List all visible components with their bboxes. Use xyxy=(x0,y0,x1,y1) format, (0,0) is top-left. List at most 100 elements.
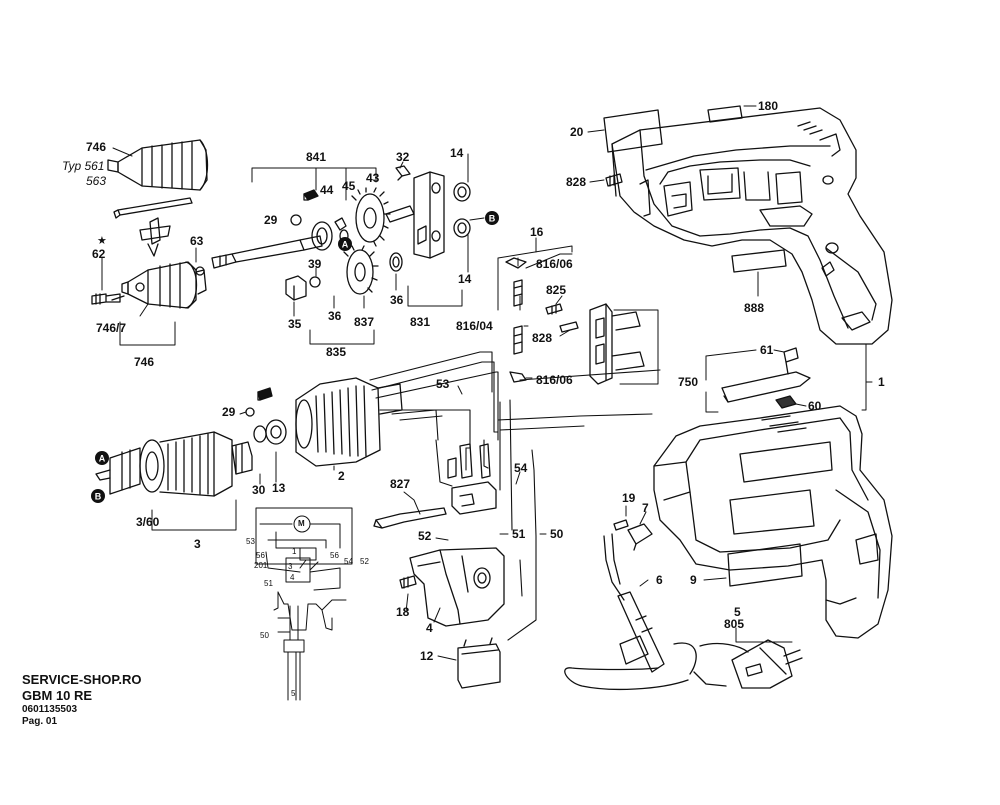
suppressor-icon xyxy=(614,520,652,550)
part-label-36a: 36 xyxy=(390,293,404,307)
part-label-52: 52 xyxy=(418,529,432,543)
footer-model: GBM 10 RE xyxy=(22,688,93,703)
leader-lines-gears xyxy=(252,154,484,344)
wire-label-50: 50 xyxy=(260,631,269,640)
wire-label-52: 52 xyxy=(360,557,369,566)
part-label-18: 18 xyxy=(396,605,410,619)
switch-pin-1: 1 xyxy=(292,547,297,556)
leader-lines-750 xyxy=(706,350,806,412)
part-label-36b: 36 xyxy=(328,309,342,323)
part-label-7: 7 xyxy=(642,501,649,515)
part-label-746-7: 746/7 xyxy=(96,321,127,335)
part-label-750: 750 xyxy=(678,375,699,389)
wire-label-53: 53 xyxy=(246,537,255,546)
washer-icons xyxy=(291,190,402,287)
part-label-45: 45 xyxy=(342,179,356,193)
part-label-54: 54 xyxy=(514,461,528,475)
part-label-50: 50 xyxy=(550,527,564,541)
spindle-icon xyxy=(212,236,322,268)
wire-label-54: 54 xyxy=(344,557,353,566)
bearing-icons-armature xyxy=(246,388,286,444)
drill-chuck-icon xyxy=(108,140,208,190)
housing-shell-half-icon xyxy=(612,108,892,344)
trigger-switch-icon xyxy=(410,548,504,626)
part-label-32: 32 xyxy=(396,150,410,164)
part-label-180: 180 xyxy=(758,99,779,113)
leader-lines-housing-bottom xyxy=(704,578,792,642)
part-label-816-04: 816/04 xyxy=(456,319,493,333)
part-label-63: 63 xyxy=(190,234,204,248)
leader-lines-armature xyxy=(152,412,334,530)
part-label-51: 51 xyxy=(512,527,526,541)
callout-b-top: B xyxy=(489,214,496,224)
part-label-12: 12 xyxy=(420,649,434,663)
screw-icon-18 xyxy=(400,576,416,588)
part-label-5: 5 xyxy=(734,605,741,619)
switch-pin-4: 4 xyxy=(290,573,295,582)
part-label-841: 841 xyxy=(306,150,327,164)
housing-shell-icon xyxy=(654,406,892,638)
part-label-3-60: 3/60 xyxy=(136,515,160,529)
wire-label-51: 51 xyxy=(264,579,273,588)
part-label-53: 53 xyxy=(436,377,450,391)
chuck-screw-icon xyxy=(92,294,120,304)
footer-part-number: 0601135503 xyxy=(22,704,78,715)
part-label-837: 837 xyxy=(354,315,375,329)
part-label-746b: 746 xyxy=(134,355,155,369)
part-label-4: 4 xyxy=(426,621,433,635)
screw-icon-828 xyxy=(606,174,622,186)
part-label-746: 746 xyxy=(86,140,107,154)
part-label-835: 835 xyxy=(326,345,347,359)
connector-icons xyxy=(448,444,490,478)
gear-icon-2 xyxy=(344,246,378,294)
capacitor-icon-12 xyxy=(458,638,500,688)
part-label-3: 3 xyxy=(194,537,201,551)
part-label-828a: 828 xyxy=(566,175,587,189)
part-label-805: 805 xyxy=(724,617,745,631)
part-label-6: 6 xyxy=(656,573,663,587)
brush-group-bracket xyxy=(498,238,572,310)
part-label-13: 13 xyxy=(272,481,286,495)
leader-lines-switch xyxy=(404,386,546,660)
callout-letters: A B A B xyxy=(95,214,496,502)
part-label-827: 827 xyxy=(390,477,411,491)
chuck-key-icon xyxy=(114,198,192,256)
wire-label-5: 5 xyxy=(291,689,296,698)
callout-circles xyxy=(91,211,499,503)
part-label-16: 16 xyxy=(530,225,544,239)
wire-lines xyxy=(370,352,660,640)
part-label-816-06b: 816/06 xyxy=(536,373,573,387)
chuck-body-icon xyxy=(122,262,206,308)
wire-label-201: 201 xyxy=(254,561,268,570)
callout-b-left: B xyxy=(95,492,102,502)
switch-pin-3: 3 xyxy=(288,562,293,571)
field-coil-stator-icon xyxy=(296,378,402,466)
gearbox-flange-icon xyxy=(414,172,444,258)
leader-lines-chuck xyxy=(102,148,196,345)
screw-icons-brush xyxy=(546,304,578,332)
switch-block-icon xyxy=(452,482,496,514)
part-label-9: 9 xyxy=(690,573,697,587)
part-label-14a: 14 xyxy=(450,146,464,160)
part-label-20: 20 xyxy=(570,125,584,139)
brush-icons xyxy=(506,258,526,382)
leader-lines-brush xyxy=(524,254,658,384)
power-cable-icon xyxy=(565,534,748,689)
footer-shop-name: SERVICE-SHOP.RO xyxy=(22,672,142,687)
block-icon xyxy=(286,276,306,300)
brush-holder-icon xyxy=(590,304,644,384)
part-label-2: 2 xyxy=(338,469,345,483)
circlip-icon xyxy=(196,267,204,275)
part-label-825: 825 xyxy=(546,283,567,297)
callout-a-left: A xyxy=(99,454,106,464)
leader-lines-1 xyxy=(862,344,872,410)
part-label-60: 60 xyxy=(808,399,822,413)
lever-icon xyxy=(722,348,810,408)
gear-icon xyxy=(352,188,390,246)
type-label-563: 563 xyxy=(86,174,107,188)
part-label-888: 888 xyxy=(744,301,765,315)
part-label-816-06a: 816/06 xyxy=(536,257,573,271)
armature-icon xyxy=(96,432,252,496)
